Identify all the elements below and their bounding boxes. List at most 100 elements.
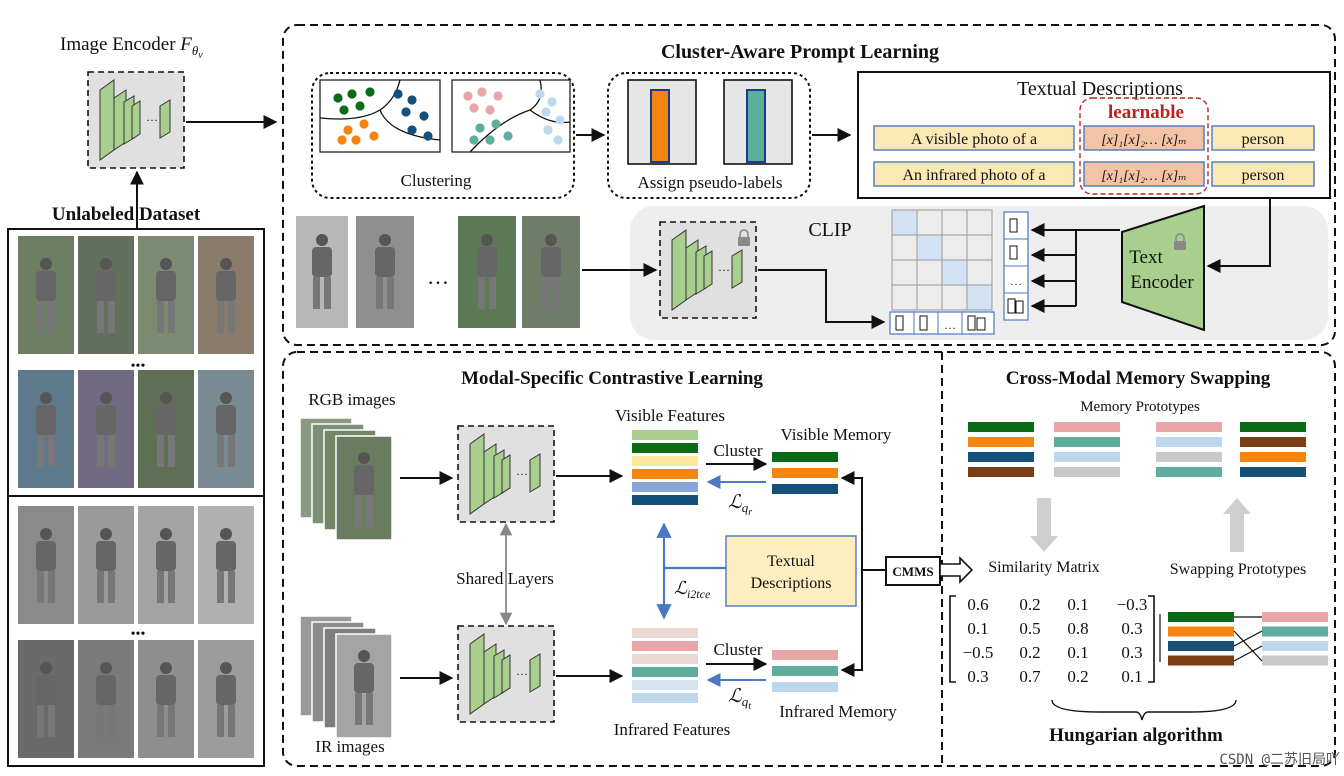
grid-cell [941, 259, 968, 286]
feature-bar [632, 469, 698, 479]
learnable-box [1079, 97, 1209, 195]
lock-icon [738, 229, 750, 246]
grid-cell [966, 259, 993, 286]
cluster-dot [463, 91, 473, 101]
image-encoder-title: Image Encoder Fθv [60, 34, 203, 61]
cmms-title: Cross-Modal Memory Swapping [1006, 368, 1271, 389]
matching-right-bars [1262, 612, 1328, 666]
cluster-dot [365, 87, 375, 97]
cluster-dot [475, 123, 485, 133]
feature-bar [1156, 452, 1222, 462]
grid-cell [891, 284, 918, 311]
capl-panel: Cluster-Aware Prompt Learning Clustering… [282, 24, 1336, 346]
feature-bar [1240, 467, 1306, 477]
unlabeled-dataset-panel: Unlabeled Dataset ••• ••• [7, 204, 265, 767]
cluster-dot [333, 93, 343, 103]
matrix-cell: 0.5 [1019, 619, 1040, 638]
feature-bar [1262, 655, 1328, 666]
feature-bar [1054, 467, 1120, 477]
rgb-thumbnails [18, 236, 254, 488]
prompt-visible-suffix: person [1242, 131, 1285, 148]
cluster-dot [351, 135, 361, 145]
image-encoder-block: Image Encoder Fθv [60, 34, 203, 169]
cluster-dot [491, 119, 501, 129]
mscl-panel: Modal-Specific Contrastive Learning RGB … [282, 351, 1336, 767]
feature-bar [1168, 655, 1234, 666]
prompt-infrared-tokens: [x]₁[x]₂… [x]ₘ [1101, 169, 1187, 184]
textual-mini-line1: Textual [767, 553, 815, 570]
rgb-images-label: RGB images [308, 390, 395, 409]
clip-similarity-grid [891, 209, 993, 311]
cluster-dot [407, 125, 417, 135]
grid-cell [966, 284, 993, 311]
cmms-tag [885, 556, 941, 586]
cluster-dots-colored [333, 87, 433, 145]
feature-bar [632, 641, 698, 651]
cluster-dot [359, 119, 369, 129]
feature-bar [632, 693, 698, 703]
matrix-cell: 0.1 [1121, 667, 1142, 686]
prototype-group-visible-swapped [1240, 422, 1306, 477]
cluster-dot [401, 107, 411, 117]
matrix-cell: 0.8 [1067, 619, 1088, 638]
cluster-dot [493, 91, 503, 101]
svg-text:…: … [1010, 274, 1022, 288]
ir-thumbnails [18, 506, 254, 758]
shared-layers-label: Shared Layers [456, 569, 554, 588]
ir-image-stack [299, 615, 393, 739]
matrix-cell: −0.5 [963, 643, 994, 662]
svg-text:…: … [944, 318, 956, 332]
grid-cell [966, 209, 993, 236]
cmms-arrow [939, 556, 974, 584]
capl-title: Cluster-Aware Prompt Learning [661, 41, 939, 63]
textual-title: Textual Descriptions [1017, 78, 1183, 100]
prototype-group-infrared-2 [1156, 422, 1222, 477]
feature-bar [1054, 452, 1120, 462]
svg-text:Encoder: Encoder [1130, 272, 1194, 293]
feature-bar [772, 650, 838, 660]
feature-bar [1156, 437, 1222, 447]
cluster-dots-pastel [463, 87, 565, 145]
cluster-dot [393, 89, 403, 99]
feature-bar [968, 422, 1034, 432]
prompt-infrared-prefix: An infrared photo of a [902, 167, 1045, 184]
feature-bar [772, 452, 838, 462]
assign-label: Assign pseudo-labels [638, 173, 783, 192]
matrix-cell: 0.1 [1067, 595, 1088, 614]
cluster-label-top: Cluster [713, 441, 762, 460]
dataset-title: Unlabeled Dataset [52, 204, 201, 225]
cluster-dot [547, 97, 557, 107]
matrix-cell: 0.3 [1121, 619, 1142, 638]
svg-text:Text: Text [1129, 247, 1163, 268]
feature-bar [1262, 641, 1328, 651]
matching-lines [1233, 616, 1263, 662]
clip-image-encoder-icon [659, 221, 757, 319]
feature-bar [632, 667, 698, 677]
grid-cell [941, 209, 968, 236]
cluster-dot [485, 105, 495, 115]
feature-bar [1168, 612, 1234, 622]
cmms-tag-label: CMMS [892, 564, 933, 579]
cluster-dot [355, 101, 365, 111]
dataset-ellipsis-ir: ••• [131, 627, 146, 642]
prompt-visible-prefix: A visible photo of a [911, 131, 1037, 148]
down-arrow [1030, 498, 1058, 552]
feature-bar [632, 482, 698, 492]
hungarian-label: Hungarian algorithm [1049, 725, 1223, 746]
dataset-ellipsis-rgb: ••• [131, 359, 146, 374]
rgb-image-stack [299, 417, 393, 541]
feature-bar [1156, 467, 1222, 477]
matrix-cell: 0.7 [1019, 667, 1041, 686]
visible-memory-label: Visible Memory [781, 425, 892, 444]
grid-cell [891, 259, 918, 286]
clustering-label: Clustering [401, 171, 472, 190]
matrix-cell: 0.2 [1067, 667, 1088, 686]
visible-feature-bars [632, 430, 698, 505]
cluster-dot [555, 115, 565, 125]
cluster-dot [503, 131, 513, 141]
feature-bar [1054, 422, 1120, 432]
learnable-label: learnable [1108, 102, 1184, 123]
prototype-group-visible [968, 422, 1034, 477]
cluster-dot [553, 135, 563, 145]
